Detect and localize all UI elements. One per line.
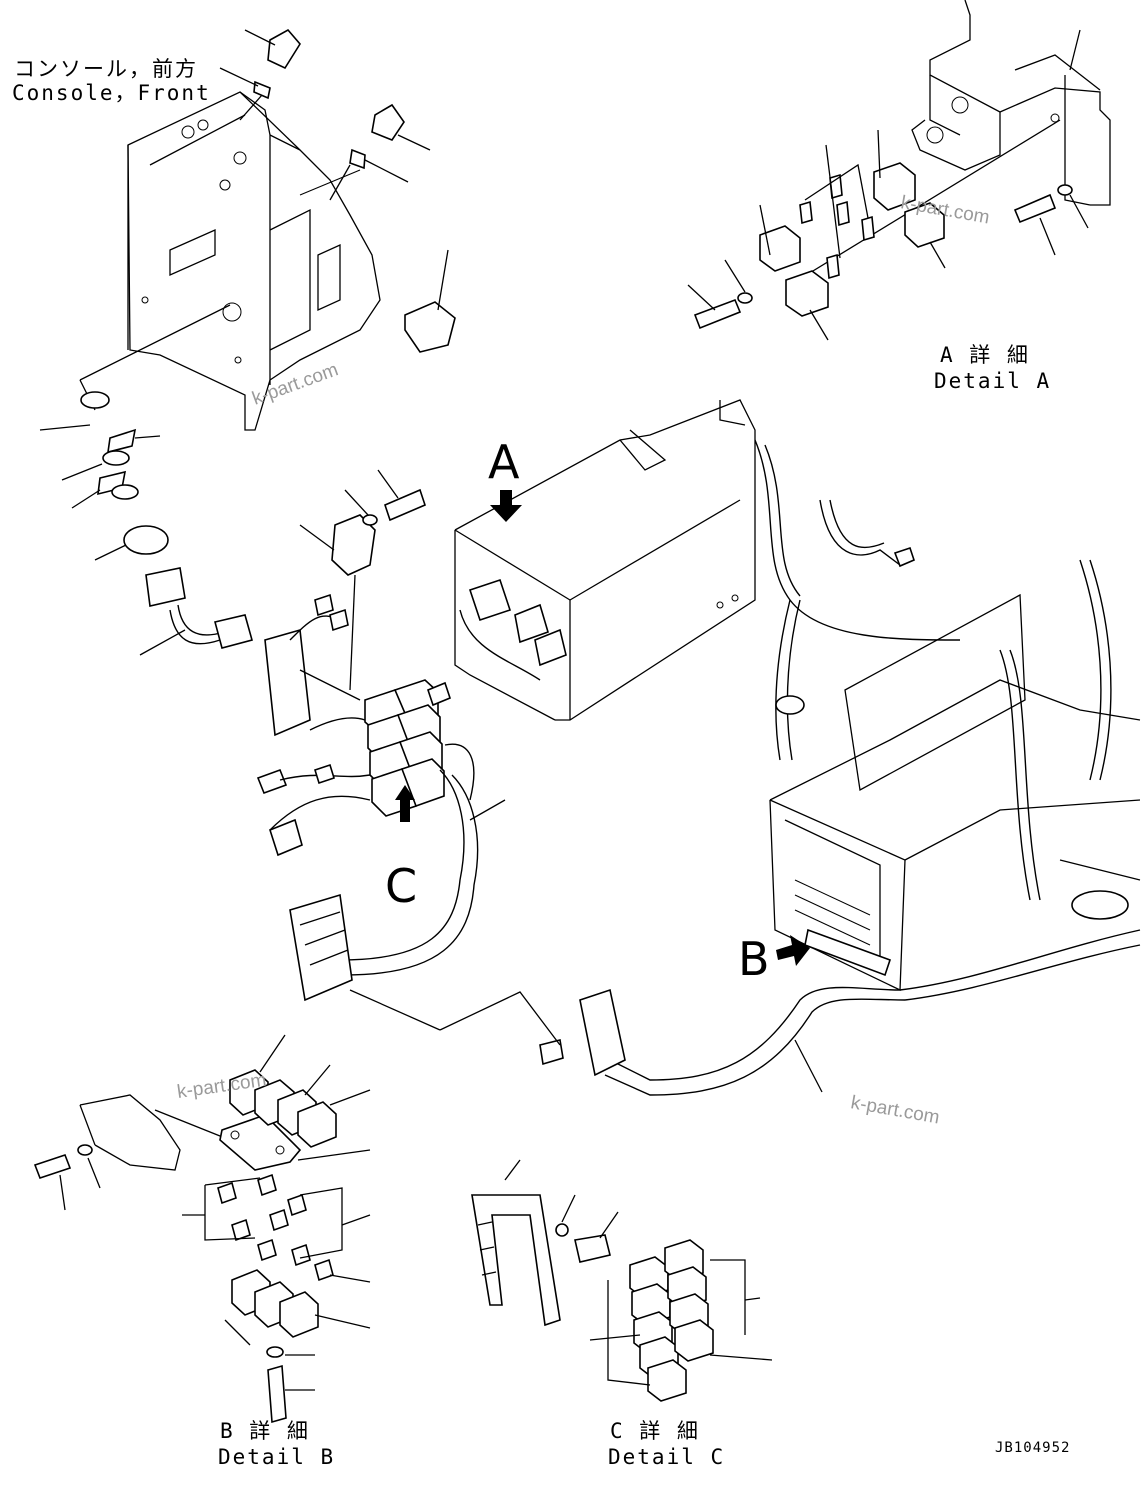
watermark-text: k-part.com (250, 359, 342, 409)
drawing-code: JB104952 (995, 1440, 1070, 1456)
arrow-b (776, 935, 810, 966)
detail-a-label-jp: A 詳 細 (940, 343, 1030, 367)
detail-c-label-en: Detail C (608, 1445, 725, 1469)
main-frame-assembly: A (349, 399, 1141, 1096)
detail-c-harness: C (256, 469, 506, 1002)
detail-c-label-jp: C 詳 細 (610, 1419, 700, 1443)
watermark-text-c: k-part.com (849, 1092, 941, 1128)
detail-b-label-jp: B 詳 細 (220, 1419, 310, 1443)
detail-a-assembly: A 詳 細 Detail A (687, 0, 1111, 393)
detail-a-label-en: Detail A (934, 369, 1051, 393)
console-front-assembly: コンソール，前方 Console，Front (12, 28, 456, 656)
arrow-c (395, 785, 415, 822)
console-label-jp: コンソール，前方 (14, 57, 198, 81)
detail-c-assembly: C 詳 細 Detail C (471, 1159, 773, 1469)
detail-b-label-en: Detail B (218, 1445, 335, 1469)
console-label-en: Console，Front (12, 81, 211, 105)
detail-b-assembly: B 詳 細 Detail B (33, 1034, 371, 1469)
callout-b: B (738, 932, 770, 986)
callout-c: C (385, 859, 417, 913)
callout-a: A (488, 435, 520, 489)
arrow-a (490, 490, 522, 522)
